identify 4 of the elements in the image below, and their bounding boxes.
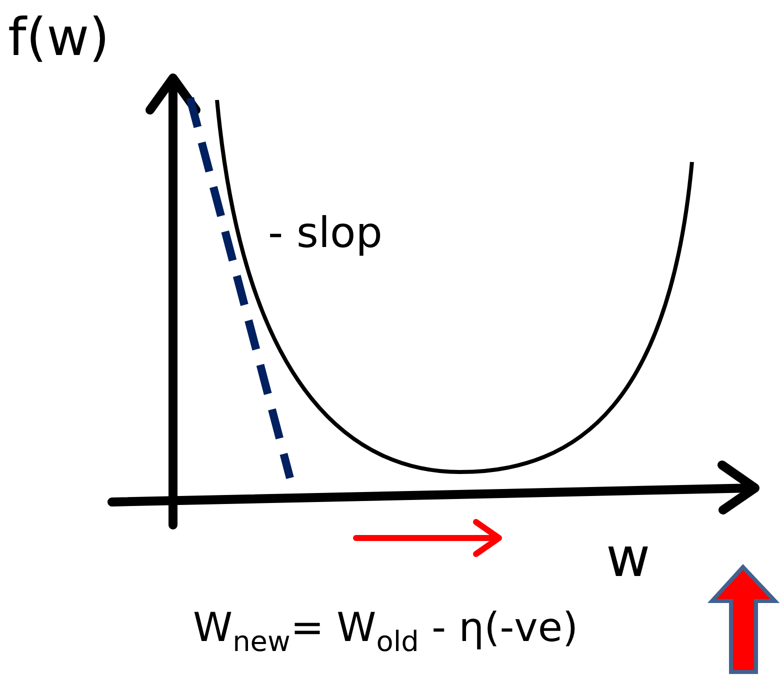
curve-label: - slop <box>268 210 382 256</box>
axis-label: f(w) <box>8 10 110 68</box>
update-formula: W$_{new}$= W$_{old}$ - η(-ve) <box>193 606 578 658</box>
axis-label: w <box>606 528 650 588</box>
